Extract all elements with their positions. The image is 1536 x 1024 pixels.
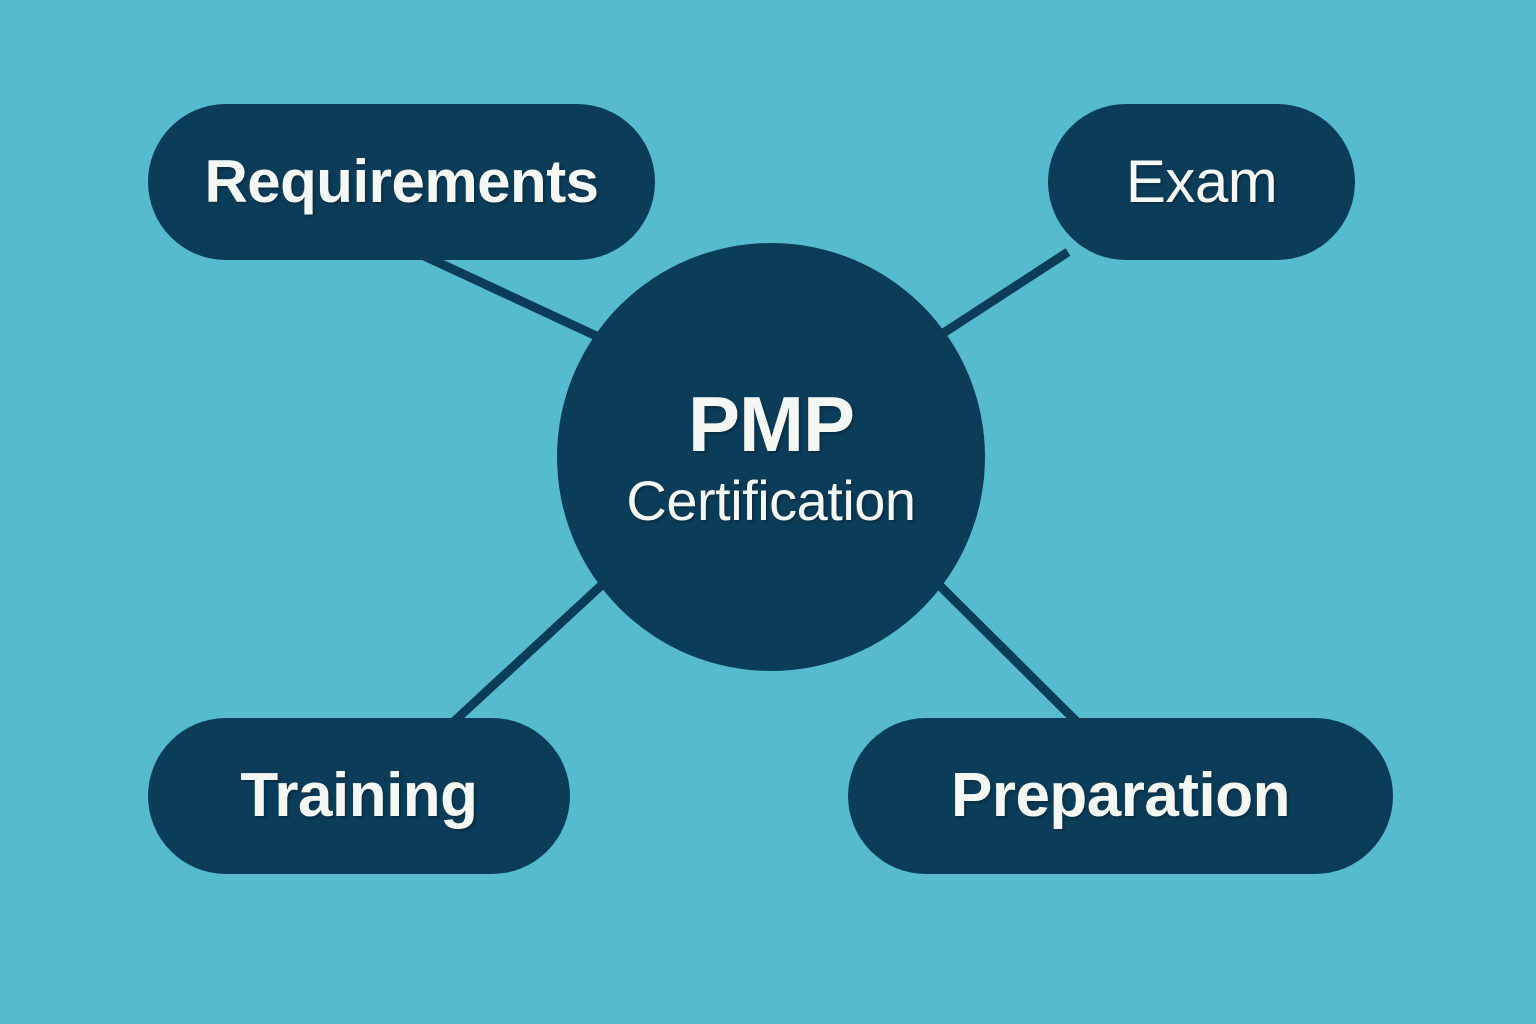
node-requirements[interactable]: Requirements	[148, 104, 655, 260]
node-training-label: Training	[240, 761, 478, 830]
node-training[interactable]: Training	[148, 718, 570, 874]
node-requirements-label: Requirements	[204, 148, 599, 215]
node-exam-label: Exam	[1125, 148, 1278, 215]
node-exam[interactable]: Exam	[1048, 104, 1355, 260]
center-node-primary-label: PMP	[687, 380, 855, 468]
center-node-pmp-certification[interactable]: PMP Certification	[557, 243, 985, 671]
node-preparation[interactable]: Preparation	[848, 718, 1393, 874]
connector-exam-to-center	[922, 248, 1071, 349]
connector-requirements-to-center	[418, 249, 622, 352]
connector-preparation-to-center	[918, 564, 1086, 731]
center-node-secondary-label: Certification	[626, 469, 916, 532]
node-preparation-label: Preparation	[950, 761, 1291, 830]
connector-training-to-center	[444, 566, 622, 731]
